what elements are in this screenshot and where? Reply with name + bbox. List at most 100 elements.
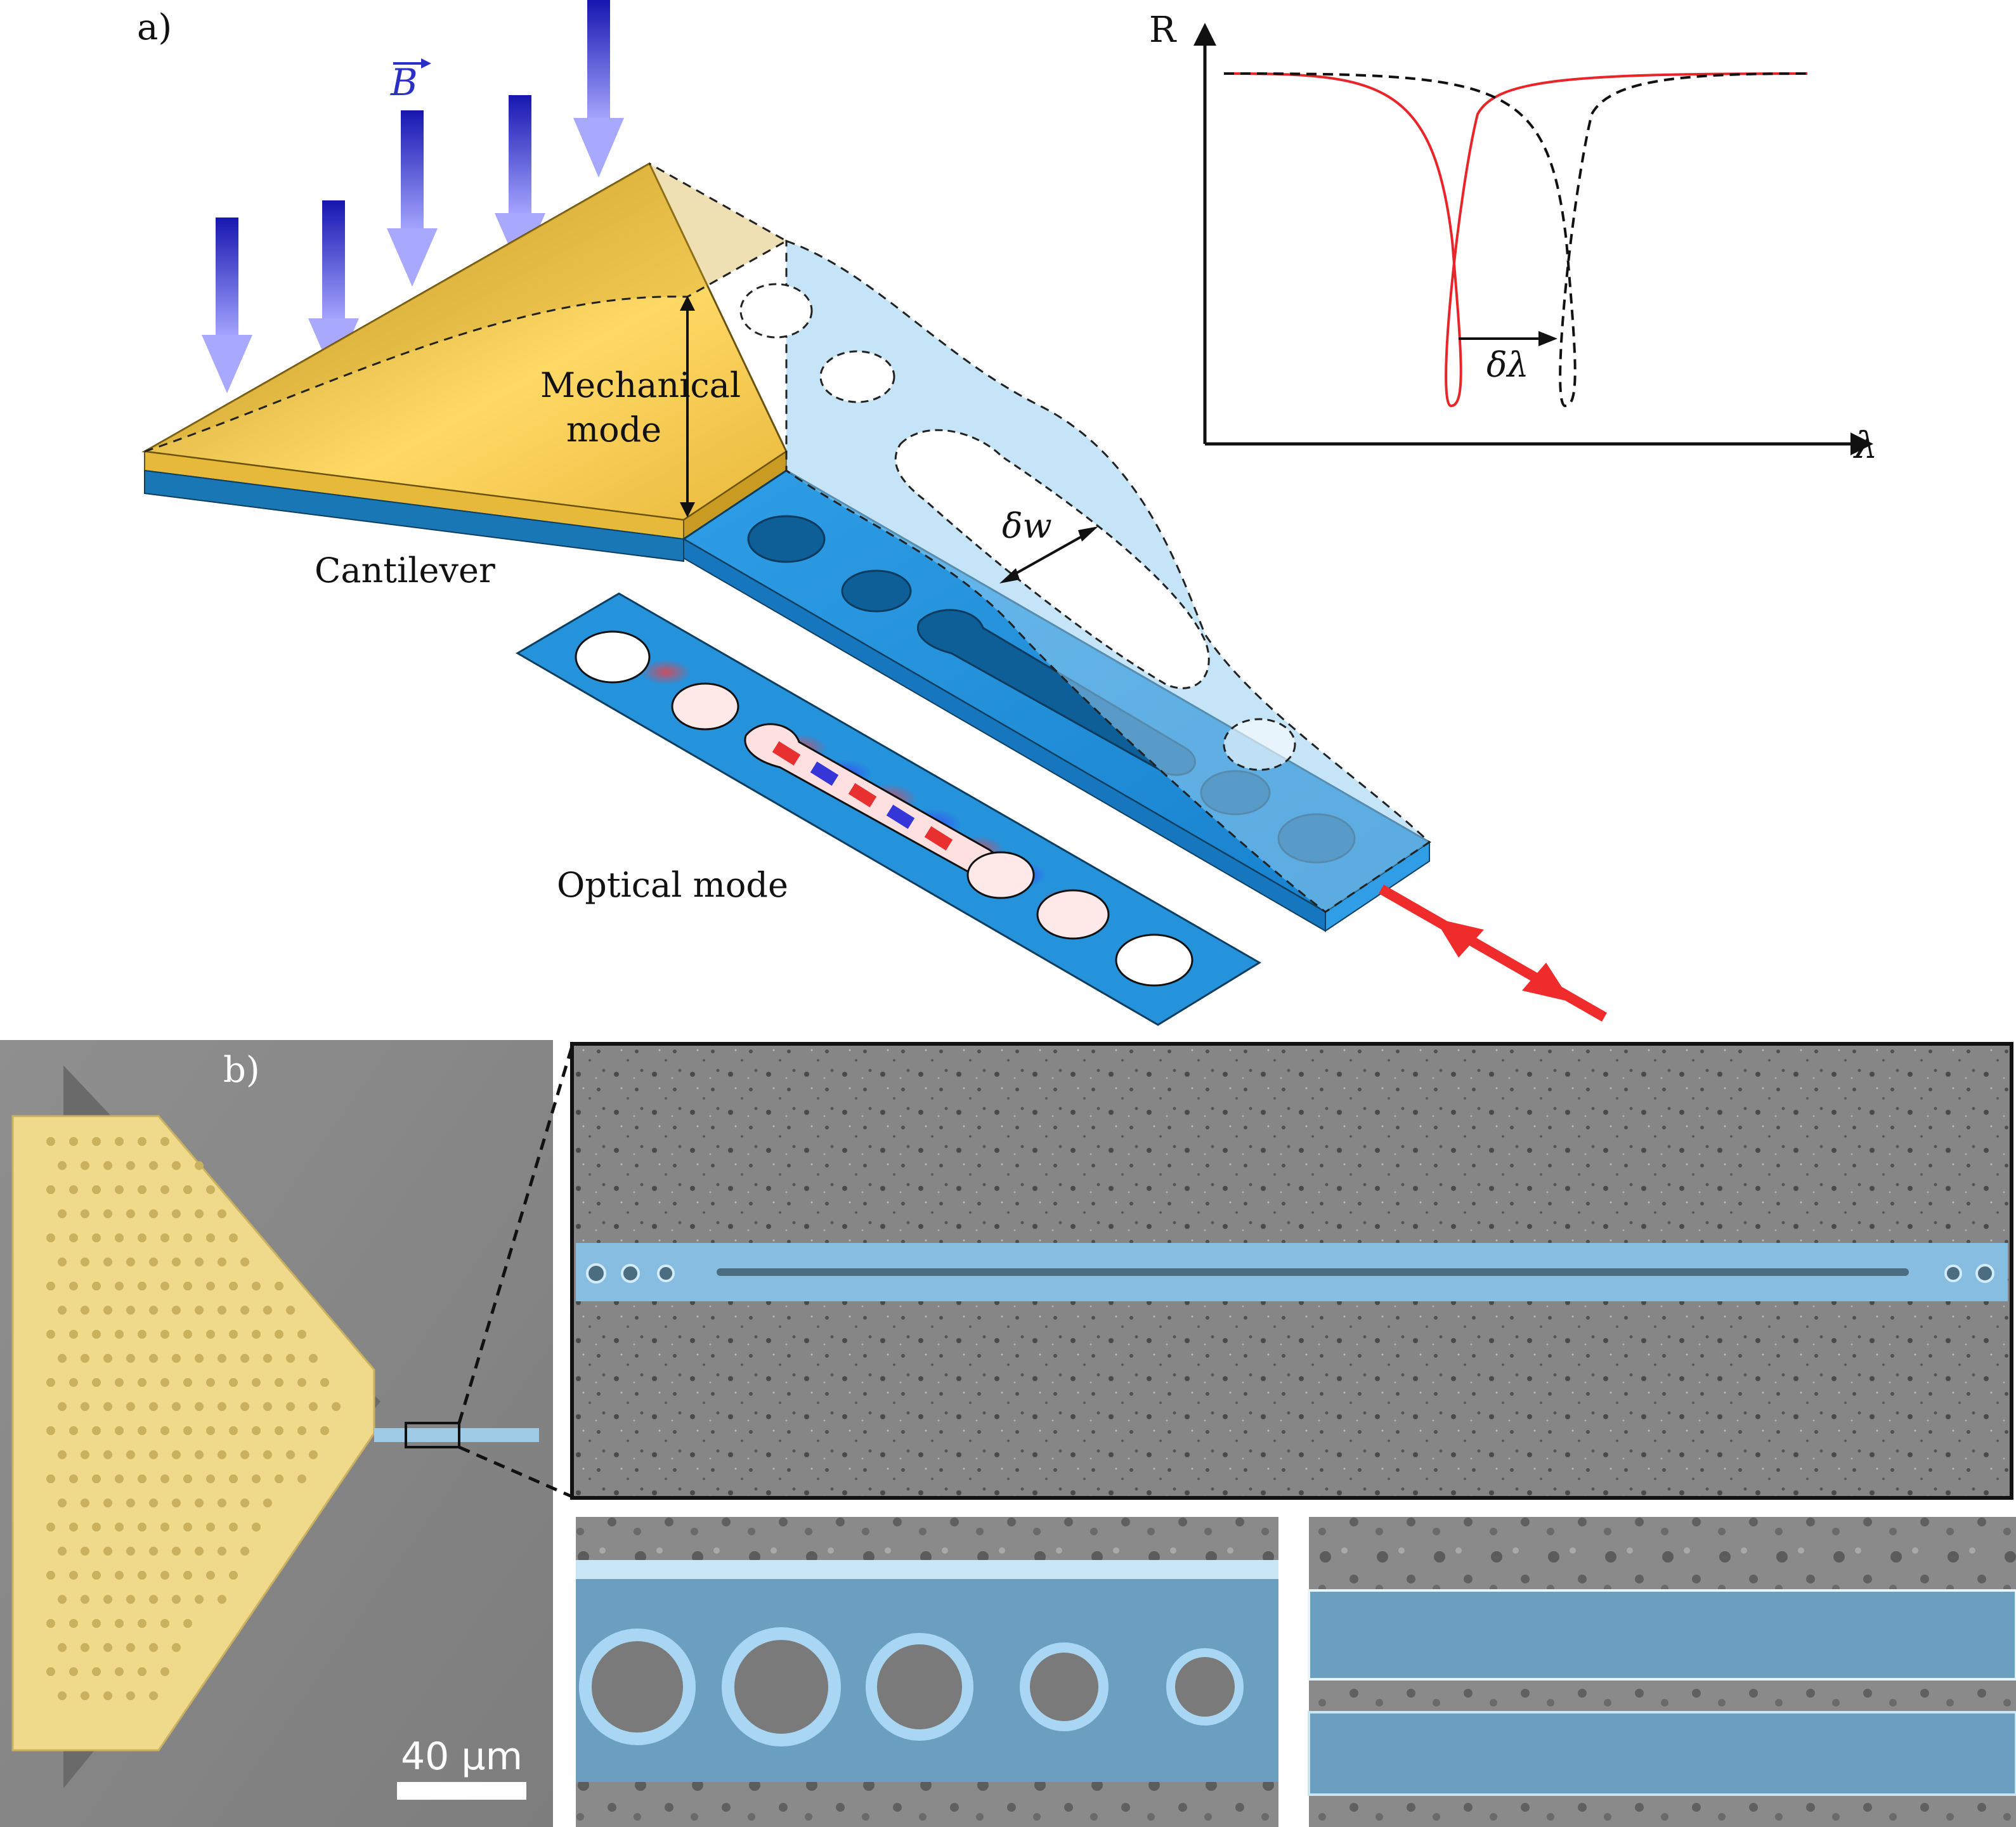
pad-hole [126,1547,135,1556]
sem-detail-slot-rail-bottom [1308,1711,2016,1796]
pad-hole [81,1643,89,1652]
width-change-label: δw [1002,506,1052,546]
pad-hole [195,1161,204,1170]
pad-hole [58,1595,67,1604]
pad-hole [229,1330,238,1339]
pad-hole [46,1523,55,1531]
sem-detail-hole [866,1633,973,1741]
pad-hole [160,1474,169,1483]
pad-hole [263,1402,272,1411]
pad-hole [332,1402,341,1411]
pad-hole [115,1185,124,1194]
sem-zoom-box [405,1422,460,1448]
pad-hole [115,1330,124,1339]
pad-hole [229,1426,238,1435]
pad-hole [275,1330,283,1339]
pad-hole [172,1258,181,1266]
sem-zoom-hole [621,1264,640,1283]
resonance-inset-plot: R λ δλ [1149,10,1878,467]
shift-label: δλ [1486,345,1529,385]
pad-hole [240,1499,249,1507]
field-arrow [573,0,624,178]
pad-hole [183,1571,192,1580]
pad-hole [218,1595,226,1604]
sem-detail-hole [579,1629,696,1745]
pad-hole [46,1378,55,1387]
sem-overview: b) 40 µm [0,1040,553,1827]
pad-hole [320,1378,329,1387]
pad-hole [58,1643,67,1652]
pad-hole [126,1161,135,1170]
optical-mode: Optical mode [516,592,1261,1026]
sem-detail-hole [722,1627,841,1746]
pad-hole [218,1499,226,1507]
pad-hole [126,1691,135,1700]
pad-hole [149,1161,158,1170]
pad-hole [275,1282,283,1291]
pad-hole [240,1402,249,1411]
pad-hole [46,1185,55,1194]
x-axis-arrowhead [1850,432,1873,455]
pad-hole [252,1426,261,1435]
pad-hole [160,1426,169,1435]
pad-hole [240,1547,249,1556]
pad-hole [138,1378,146,1387]
pad-hole [218,1209,226,1218]
pad-hole [275,1474,283,1483]
pad-hole [195,1595,204,1604]
pad-hole [309,1450,318,1459]
pad-hole [172,1354,181,1363]
pad-hole [92,1619,101,1628]
field-arrow [495,95,545,271]
pad-hole [218,1450,226,1459]
pad-hole [286,1450,295,1459]
vector-arrow-accent-head [421,58,431,68]
pad-hole [286,1402,295,1411]
pad-hole [126,1643,135,1652]
pad-hole [160,1233,169,1242]
sem-pad-holes [46,1137,341,1700]
pad-hole [218,1306,226,1315]
reference-resonance-curve [1223,72,1808,408]
pad-hole [172,1450,181,1459]
pad-hole [138,1282,146,1291]
pad-hole [126,1450,135,1459]
optical-hole [966,851,1035,899]
pad-hole [115,1137,124,1146]
pad-hole [160,1619,169,1628]
pad-hole [160,1282,169,1291]
pad-hole [286,1354,295,1363]
waveguide-hole [841,569,912,613]
pad-hole [46,1474,55,1483]
pad-hole [195,1402,204,1411]
pad-hole [206,1233,215,1242]
pad-hole [103,1547,112,1556]
pad-hole [218,1354,226,1363]
pad-hole [115,1667,124,1676]
pad-hole [263,1499,272,1507]
sem-zoom-hole [657,1265,675,1282]
pad-hole [81,1161,89,1170]
pad-hole [92,1137,101,1146]
pad-hole [138,1185,146,1194]
pad-hole [115,1571,124,1580]
x-axis-label: λ [1853,424,1878,467]
pad-hole [69,1233,78,1242]
pad-hole [297,1330,306,1339]
pad-hole [115,1426,124,1435]
pad-hole [149,1499,158,1507]
pad-hole [126,1595,135,1604]
laser-arrow-head-out [1522,963,1571,1002]
field-arrow [387,110,438,287]
field-label: B [390,61,418,104]
pad-hole [149,1306,158,1315]
pad-hole [160,1571,169,1580]
waveguide: δw [682,239,1431,932]
pad-hole [69,1523,78,1531]
pad-hole [46,1667,55,1676]
pad-hole [309,1402,318,1411]
pad-hole [229,1523,238,1531]
pad-hole [206,1571,215,1580]
pad-hole [229,1282,238,1291]
pad-hole [58,1354,67,1363]
